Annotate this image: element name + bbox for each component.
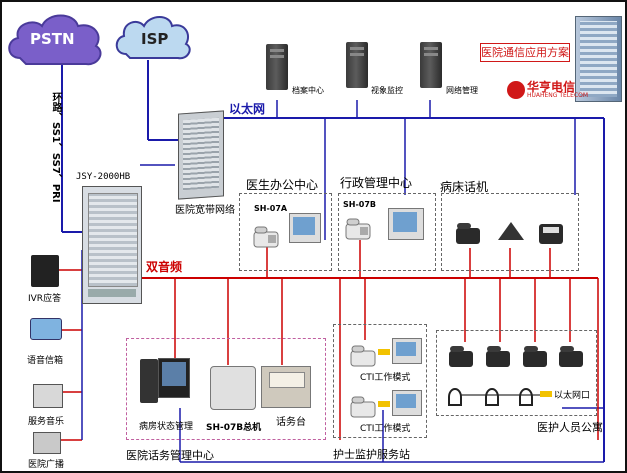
ethernet-port-label: 以太网口	[554, 391, 591, 401]
cti-label: CTI工作模式	[360, 424, 411, 434]
ip-phone-icon	[447, 345, 473, 367]
ward-mgmt-label: 病房状态管理	[139, 422, 194, 432]
console-label: 话务台	[276, 417, 306, 428]
phone-icon	[345, 218, 371, 240]
headset-icon	[485, 388, 499, 406]
arrow-icon	[378, 349, 390, 355]
call-center-box	[126, 338, 326, 440]
doctor-office-title: 医生办公中心	[246, 178, 319, 192]
pstn-cloud-icon	[8, 14, 102, 66]
staff-apartment-box	[436, 330, 597, 416]
phone-icon	[350, 396, 376, 418]
nurse-station-box	[333, 324, 427, 438]
solution-banner: 医院通信应用方案	[480, 43, 570, 62]
admin-office-title: 行政管理中心	[340, 176, 413, 190]
master-phone-icon	[210, 366, 256, 410]
arrow-icon	[540, 391, 552, 397]
ip-phone-icon	[521, 345, 547, 367]
ivr-device-icon	[31, 255, 59, 287]
network-label: 医院宽带网络	[175, 205, 235, 216]
cti-label: CTI工作模式	[360, 373, 411, 383]
ivr-label: IVR应答	[28, 294, 62, 304]
computer-icon	[289, 213, 321, 243]
server-icon	[420, 42, 442, 88]
doctor-office-box	[239, 193, 332, 271]
staff-apartment-title: 医护人员公寓	[537, 421, 603, 434]
network-cabinet-icon	[178, 110, 224, 200]
switch-label: JSY-2000HB	[76, 172, 131, 182]
brand-name: 华亨电信	[527, 80, 576, 94]
brand-sub: HUAHENG TELECOM	[527, 92, 589, 99]
dual-tone-label: 双音频	[146, 260, 183, 274]
pstn-label: PSTN	[30, 30, 75, 48]
console-icon	[261, 366, 311, 408]
nurse-station-title: 护士监护服务站	[333, 448, 410, 461]
ward-phone-box	[441, 193, 579, 271]
call-center-title: 医院话务管理中心	[126, 449, 214, 462]
music-label: 服务音乐	[28, 417, 65, 427]
isp-label: ISP	[141, 30, 169, 48]
voicemail-label: 语音信箱	[27, 356, 64, 366]
isp-cloud-icon	[115, 16, 191, 60]
music-server-icon	[33, 384, 63, 408]
server-label: 网络管理	[446, 86, 478, 95]
tower-pc-icon	[140, 359, 158, 403]
doctor-office-model: SH-07A	[254, 204, 288, 213]
ethernet-label: 以太网	[229, 102, 266, 116]
ip-phone-icon	[537, 220, 563, 244]
ip-phone-icon	[557, 345, 583, 367]
phone-icon	[253, 226, 279, 248]
headset-icon	[519, 388, 533, 406]
ip-phone-icon	[484, 345, 510, 367]
building-icon	[575, 16, 622, 102]
server-icon	[346, 42, 368, 88]
switch-cabinet-icon	[82, 186, 142, 304]
headset-icon	[448, 388, 462, 406]
broadcast-icon	[33, 432, 61, 454]
server-label: 档案中心	[292, 86, 324, 95]
master-phone-label: SH-07B总机	[206, 423, 262, 433]
server-icon	[266, 44, 288, 90]
trunk-label: 环路、SS1、SS7、PRI	[50, 92, 61, 203]
broadcast-label: 医院广播	[28, 460, 65, 470]
computer-icon	[388, 208, 424, 240]
brand-logo-icon	[507, 81, 525, 99]
voicemail-icon	[30, 318, 62, 340]
monitor-icon	[158, 358, 190, 398]
server-label: 视象监控	[371, 86, 403, 95]
phone-icon	[350, 345, 376, 367]
arrow-icon	[378, 401, 390, 407]
computer-icon	[392, 390, 422, 416]
ip-phone-icon	[454, 222, 480, 244]
conference-phone-icon	[496, 220, 524, 242]
admin-office-model: SH-07B	[343, 200, 377, 209]
admin-office-box	[338, 193, 436, 271]
ward-phone-title: 病床话机	[440, 180, 489, 194]
computer-icon	[392, 338, 422, 364]
